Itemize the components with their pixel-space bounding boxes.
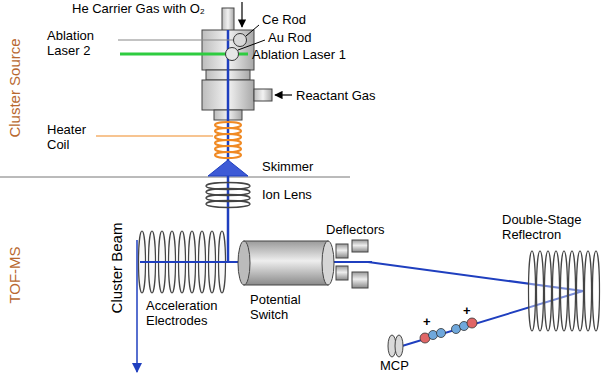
cluster-beam-arrow	[136, 240, 138, 372]
part-label: Potential Switch	[250, 292, 326, 322]
gas-label: He Carrier Gas with O₂	[72, 1, 205, 16]
reflectron	[529, 251, 600, 331]
laser-2-beam	[118, 39, 236, 40]
section-title: Cluster Source	[6, 38, 23, 137]
part-label: Ce Rod	[262, 12, 306, 27]
section-divider	[0, 177, 350, 178]
part-label: Au Rod	[268, 30, 311, 45]
potential-switch-cylinder	[238, 241, 334, 285]
heater-coil	[215, 122, 241, 158]
charge-sign: +	[423, 314, 431, 329]
mcp-detector	[388, 335, 403, 357]
gas-label: Reactant Gas	[296, 88, 376, 103]
part-label: Skimmer	[262, 159, 313, 174]
part-label: Heater Coil	[47, 122, 95, 152]
au-rod	[226, 48, 239, 61]
section-title: TOF-MS	[6, 246, 23, 303]
leader-line	[96, 135, 213, 136]
leader-line	[246, 25, 259, 36]
part-label: Double-Stage Reflectron	[502, 212, 602, 242]
deflectors	[336, 240, 368, 288]
part-label: Acceleration Electrodes	[146, 298, 238, 328]
ion-lens	[206, 183, 250, 208]
reactant-port	[254, 89, 272, 101]
part-label: Ion Lens	[262, 187, 312, 202]
part-label: Deflectors	[326, 222, 385, 237]
gas-arrow	[241, 2, 242, 27]
ce-rod	[234, 34, 247, 47]
part-label: MCP	[380, 358, 409, 373]
laser-label: Ablation Laser 1	[252, 47, 346, 62]
gas-tube	[222, 8, 234, 32]
charge-sign: +	[463, 303, 471, 318]
skimmer-cone	[208, 160, 248, 176]
reactant-arrow	[275, 94, 292, 95]
laser-label: Ablation Laser 2	[47, 28, 113, 58]
beam-label: Cluster Beam	[108, 223, 125, 314]
